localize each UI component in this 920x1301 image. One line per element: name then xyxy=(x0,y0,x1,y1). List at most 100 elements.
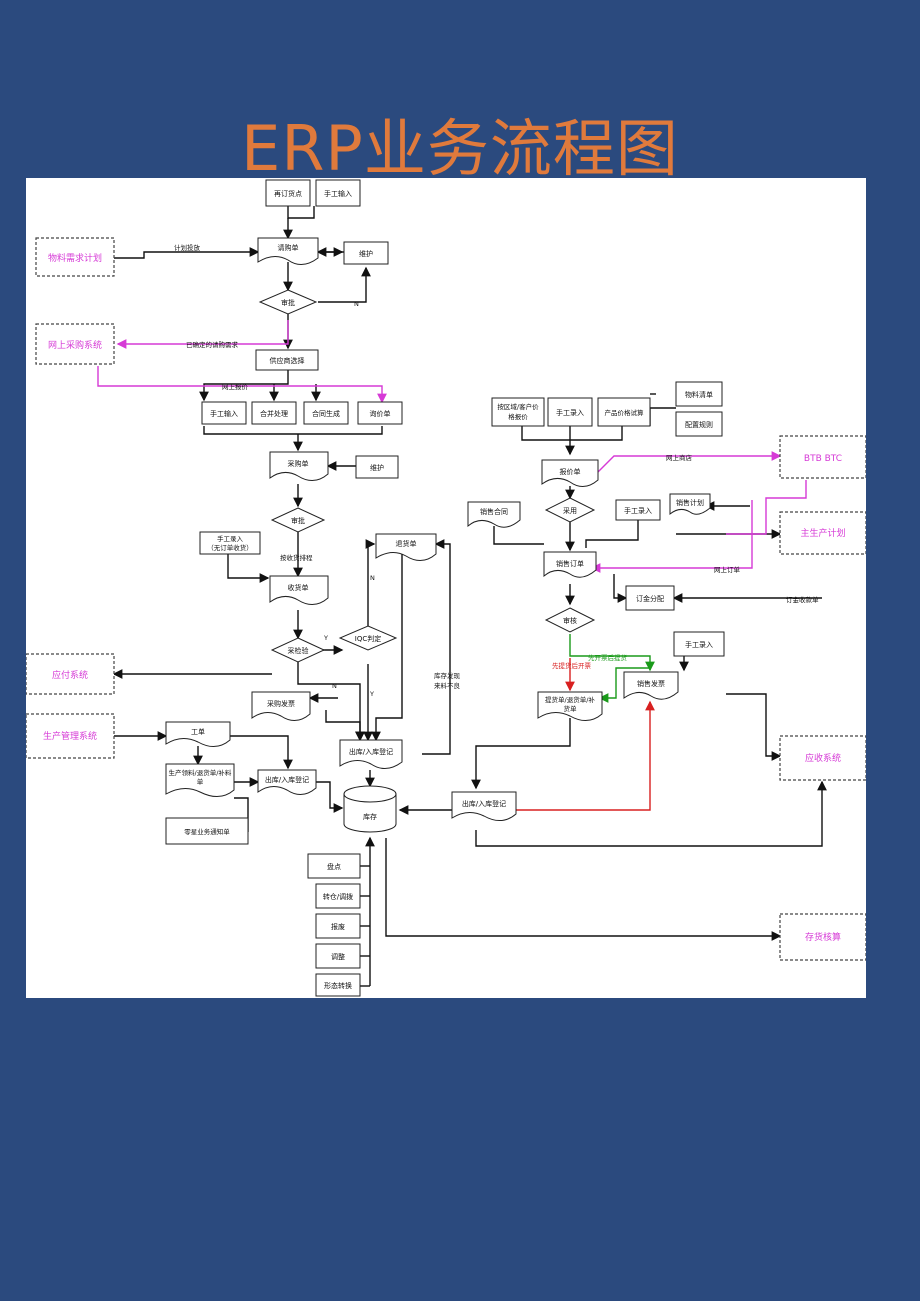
inspection-diamond: 采检验 xyxy=(270,637,326,663)
svg-text:盘点: 盘点 xyxy=(327,862,341,871)
review-diamond: 审核 xyxy=(544,607,596,633)
svg-text:手工输入: 手工输入 xyxy=(324,189,352,198)
svg-text:BTB BTC: BTB BTC xyxy=(804,454,842,464)
svg-text:形态转换: 形态转换 xyxy=(324,981,352,990)
svg-text:手工录入: 手工录入 xyxy=(685,640,713,649)
delivery-first-label: 先提货后开票 xyxy=(552,661,592,670)
sales-order-node: 销售订单 xyxy=(543,551,597,578)
svg-text:请购单: 请购单 xyxy=(278,243,299,252)
svg-text:物料需求计划: 物料需求计划 xyxy=(48,252,102,264)
svg-text:工单: 工单 xyxy=(191,727,205,736)
svg-text:物料清单: 物料清单 xyxy=(685,390,713,399)
iqc-diamond: IQC判定 xyxy=(338,625,398,651)
svg-text:审批: 审批 xyxy=(281,298,295,307)
svg-text:采检验: 采检验 xyxy=(288,646,309,655)
svg-text:（无订单收货）: （无订单收货） xyxy=(207,543,253,552)
svg-text:货单: 货单 xyxy=(564,704,578,713)
connectors xyxy=(97,206,827,987)
accounts-payable-node: 应付系统 xyxy=(26,653,115,695)
svg-text:订金分配: 订金分配 xyxy=(636,594,664,603)
svg-text:供应商选择: 供应商选择 xyxy=(270,356,305,365)
quotation-node: 报价单 xyxy=(541,459,599,487)
confirmed-req-label: 已确定的请购需求 xyxy=(186,340,239,349)
svg-text:合同生成: 合同生成 xyxy=(312,409,340,418)
config-rule-node: 配置规则 xyxy=(675,411,723,437)
page-title: ERP业务流程图 xyxy=(241,112,679,185)
area-customer-price-node: 按区域/客户价 格报价 xyxy=(491,397,545,427)
approve-diamond-1: 审批 xyxy=(258,289,318,315)
svg-text:产品价格试算: 产品价格试算 xyxy=(605,408,645,417)
maintain-node-2: 维护 xyxy=(355,455,399,479)
manual-entry-no-order-node: 手工录入 （无订单收货） xyxy=(199,531,261,555)
deposit-receipt-label: 订金收款单 xyxy=(786,595,819,604)
manual-input-node-2: 手工输入 xyxy=(201,401,247,425)
sales-plan-node: 销售计划 xyxy=(669,493,711,516)
manual-entry-node-5: 手工录入 xyxy=(615,499,661,521)
work-order-node: 工单 xyxy=(165,721,231,747)
svg-text:按区域/客户价: 按区域/客户价 xyxy=(497,402,539,411)
svg-text:手工录入: 手工录入 xyxy=(556,408,584,417)
svg-text:采购单: 采购单 xyxy=(288,459,309,468)
svg-text:手工录入: 手工录入 xyxy=(217,534,244,543)
io-register-node-2: 出库/入库登记 xyxy=(257,769,317,795)
svg-text:出库/入库登记: 出库/入库登记 xyxy=(349,747,393,756)
y-label-1: Y xyxy=(323,634,328,642)
return-slip-node: 退货单 xyxy=(375,533,437,561)
bad-material-label: 来料不良 xyxy=(434,681,461,690)
mrp-system-node: 物料需求计划 xyxy=(35,237,115,277)
svg-text:格报价: 格报价 xyxy=(508,412,528,421)
stock-count-node: 盘点 xyxy=(307,853,361,879)
by-delivery-label: 按收货排程 xyxy=(280,553,313,562)
svg-text:审批: 审批 xyxy=(291,516,305,525)
receipt-node: 收货单 xyxy=(269,575,329,605)
svg-text:应收系统: 应收系统 xyxy=(805,752,841,764)
online-order-label: 网上订单 xyxy=(714,565,741,574)
svg-text:零星业务通知单: 零星业务通知单 xyxy=(184,827,230,836)
transfer-node: 转仓/调拨 xyxy=(315,883,361,909)
svg-text:出库/入库登记: 出库/入库登记 xyxy=(462,799,506,808)
io-register-node-1: 出库/入库登记 xyxy=(339,739,403,769)
price-trial-node: 产品价格试算 xyxy=(597,397,651,427)
svg-text:采购发票: 采购发票 xyxy=(267,699,295,708)
svg-text:收货单: 收货单 xyxy=(288,583,309,592)
accounts-receivable-node: 应收系统 xyxy=(779,735,866,781)
svg-text:生产管理系统: 生产管理系统 xyxy=(43,730,97,742)
adopt-diamond: 采用 xyxy=(544,497,596,523)
svg-text:销售计划: 销售计划 xyxy=(676,498,704,507)
svg-text:转仓/调拨: 转仓/调拨 xyxy=(323,892,353,901)
svg-text:手工录入: 手工录入 xyxy=(624,506,652,515)
btb-btc-node: BTB BTC xyxy=(779,435,866,479)
deposit-allocate-node: 订金分配 xyxy=(625,585,675,611)
svg-text:存货核算: 存货核算 xyxy=(805,931,841,943)
io-register-node-3: 出库/入库登记 xyxy=(451,791,517,821)
svg-text:销售订单: 销售订单 xyxy=(556,559,584,568)
svg-text:库存: 库存 xyxy=(363,812,377,821)
svg-text:销售发票: 销售发票 xyxy=(637,679,665,688)
svg-text:再订货点: 再订货点 xyxy=(274,189,302,198)
erp-flowchart: 再订货点 手工输入 物料需求计划 请购单 维护 审批 网上采购系统 供应商选择 … xyxy=(26,179,866,997)
svg-text:审核: 审核 xyxy=(563,616,577,625)
morph-convert-node: 形态转换 xyxy=(315,973,361,997)
svg-text:销售合同: 销售合同 xyxy=(480,507,508,516)
svg-text:出库/入库登记: 出库/入库登记 xyxy=(265,775,309,784)
maintain-node-1: 维护 xyxy=(343,241,389,265)
invoice-first-label: 先开票后提货 xyxy=(588,653,628,662)
svg-text:报废: 报废 xyxy=(331,922,345,931)
y-label-2: Y xyxy=(369,690,374,698)
manual-input-node-1: 手工输入 xyxy=(315,179,361,207)
online-purchase-system-node: 网上采购系统 xyxy=(35,323,115,365)
svg-text:退货单: 退货单 xyxy=(396,539,417,548)
svg-text:维护: 维护 xyxy=(359,249,373,258)
inventory-costing-node: 存货核算 xyxy=(779,913,866,961)
svg-text:网上采购系统: 网上采购系统 xyxy=(48,339,102,351)
svg-text:报价单: 报价单 xyxy=(560,467,581,476)
approve-diamond-2: 审批 xyxy=(270,507,326,533)
svg-text:提货单/退货单/补: 提货单/退货单/补 xyxy=(545,695,595,704)
delivery-slip-node: 提货单/退货单/补 货单 xyxy=(537,691,603,721)
svg-text:维护: 维护 xyxy=(370,463,384,472)
svg-text:主生产计划: 主生产计划 xyxy=(800,527,845,539)
edge-labels: 计划投放 N 已确定的请购需求 网上报价 按收货排程 Y N N Y 库存发现 … xyxy=(174,243,819,698)
stock-found-label: 库存发现 xyxy=(434,671,461,680)
misc-notice-node: 零星业务通知单 xyxy=(165,817,249,845)
online-store-label: 网上商店 xyxy=(666,453,693,462)
